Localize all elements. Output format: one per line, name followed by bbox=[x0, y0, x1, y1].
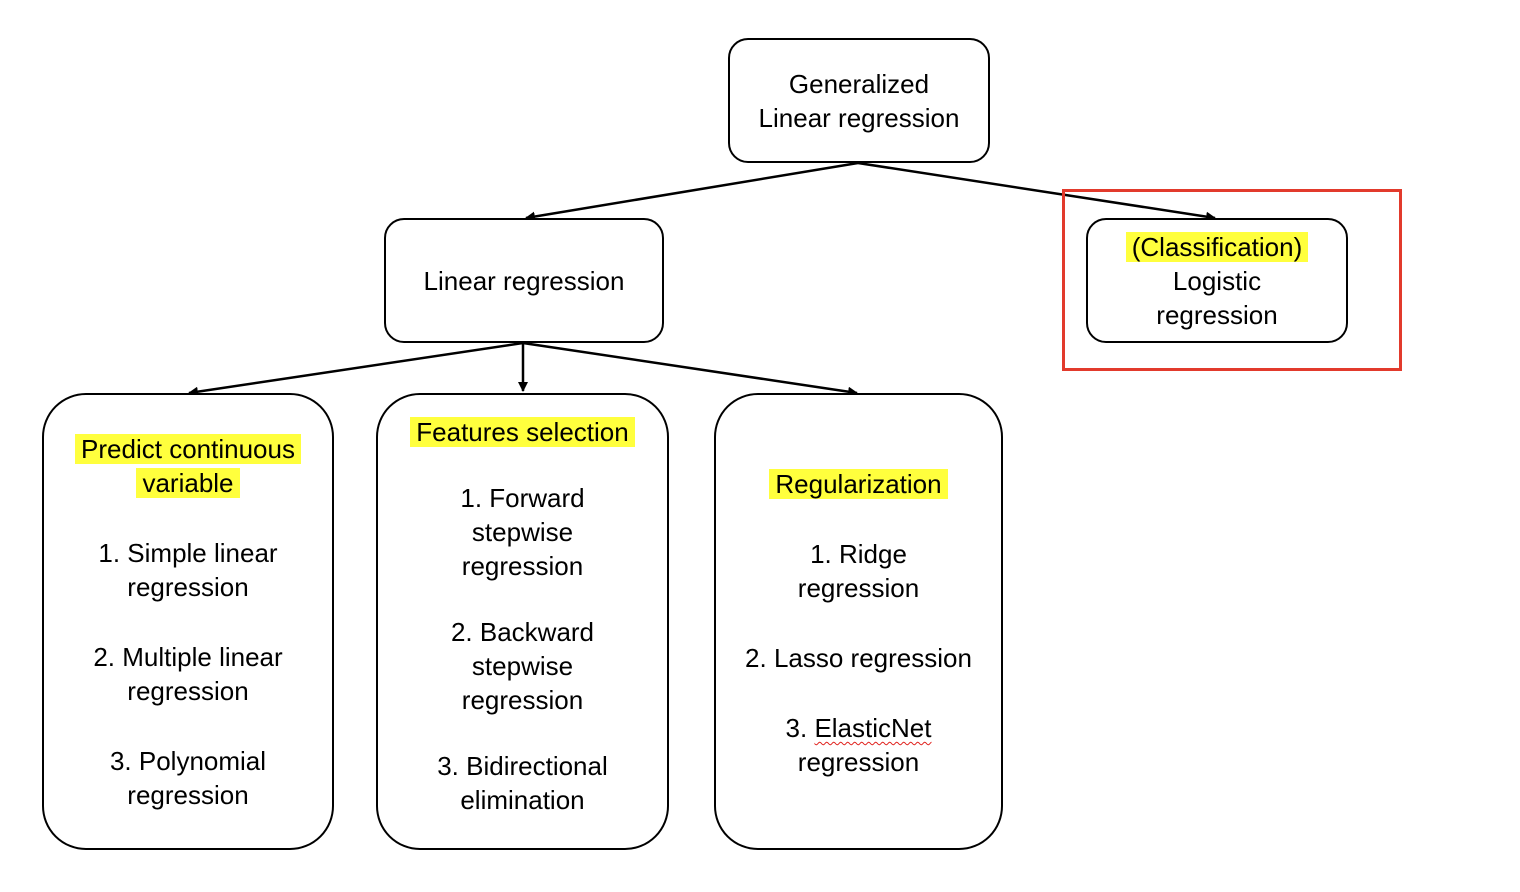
root-node-line2: Linear regression bbox=[758, 102, 960, 133]
linear-regression-node: Linear regression bbox=[384, 218, 664, 343]
features-item-1-line3: regression bbox=[461, 551, 584, 581]
features-selection-node: Features selection 1. Forward stepwise r… bbox=[376, 393, 669, 850]
regularization-node: Regularization 1. Ridge regression 2. La… bbox=[714, 393, 1003, 850]
features-item-2-line3: regression bbox=[461, 685, 584, 715]
root-node-line1: Generalized bbox=[788, 68, 930, 99]
logistic-line2: regression bbox=[1156, 299, 1278, 330]
regularization-item-2-line1: 2. Lasso regression bbox=[745, 643, 972, 673]
regularization-heading: Regularization bbox=[769, 469, 948, 499]
arrow-root-to-linear bbox=[525, 161, 859, 222]
emphasis-frame bbox=[1062, 189, 1402, 371]
predict-item-1-line2: regression bbox=[127, 572, 249, 602]
root-node: Generalized Linear regression bbox=[728, 38, 990, 163]
features-item-1-line2: stepwise bbox=[471, 517, 574, 547]
arrow-linear-to-regularization bbox=[522, 341, 858, 397]
predict-item-2-line1: 2. Multiple linear bbox=[93, 642, 283, 672]
predict-item-3-line1: 3. Polynomial bbox=[109, 746, 267, 776]
classification-tag: (Classification) bbox=[1125, 231, 1309, 262]
arrow-linear-to-predict bbox=[188, 341, 524, 397]
logistic-line1: Logistic bbox=[1172, 265, 1262, 296]
arrow-root-to-logistic bbox=[857, 161, 1216, 222]
predict-item-2-line2: regression bbox=[127, 676, 249, 706]
regularization-item-3-prefix: 3. bbox=[785, 713, 815, 743]
features-item-2-line2: stepwise bbox=[471, 651, 574, 681]
predict-heading-line1: Predict continuous bbox=[75, 434, 301, 464]
regularization-item-3-line2: regression bbox=[797, 747, 920, 777]
logistic-regression-node: (Classification) Logistic regression bbox=[1086, 218, 1348, 343]
elasticnet-word: ElasticNet bbox=[814, 713, 932, 743]
regularization-item-1-line1: 1. Ridge bbox=[810, 539, 907, 569]
features-heading: Features selection bbox=[410, 417, 635, 447]
predict-heading-line2: variable bbox=[136, 468, 240, 498]
features-item-3-line2: elimination bbox=[460, 785, 585, 815]
features-item-3-line1: 3. Bidirectional bbox=[437, 751, 608, 781]
regularization-item-3-line1: 3. ElasticNet bbox=[786, 711, 932, 745]
features-item-1-line1: 1. Forward bbox=[460, 483, 585, 513]
predict-continuous-node: Predict continuous variable 1. Simple li… bbox=[42, 393, 334, 850]
features-item-2-line1: 2. Backward bbox=[450, 617, 595, 647]
linear-regression-label: Linear regression bbox=[423, 265, 625, 296]
regularization-item-1-line2: regression bbox=[797, 573, 920, 603]
predict-item-3-line2: regression bbox=[127, 780, 249, 810]
predict-item-1-line1: 1. Simple linear bbox=[98, 538, 278, 568]
